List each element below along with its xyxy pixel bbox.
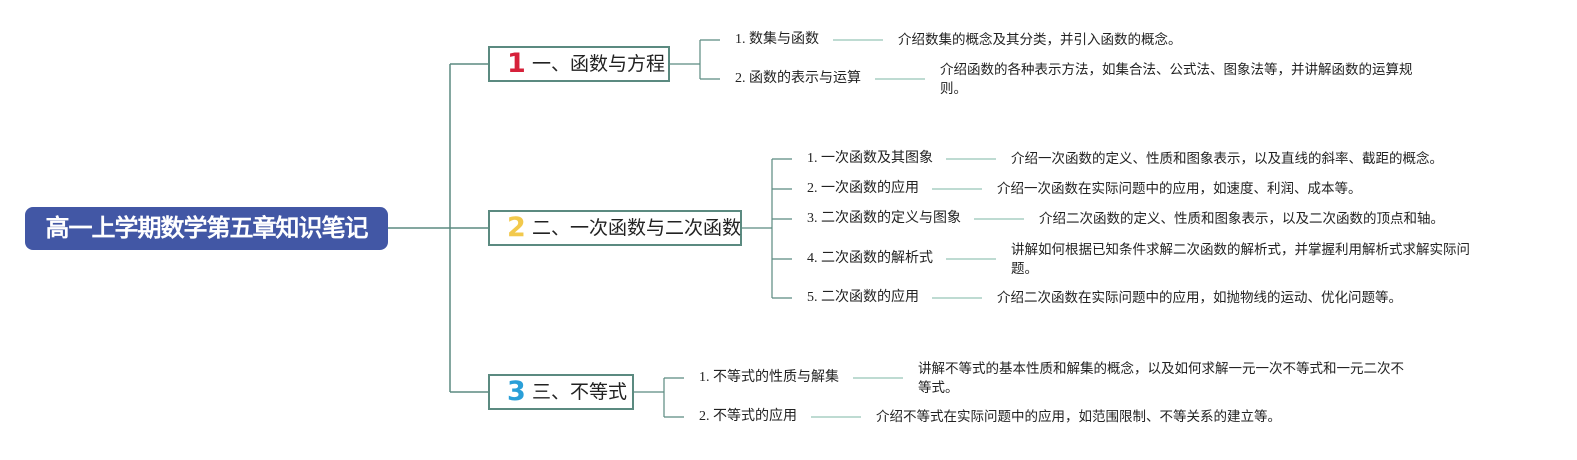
topic-1-2[interactable]: 2. 函数的表示与运算 [735,71,861,86]
branch-3-number: 3 [507,376,526,407]
branch-1[interactable]: 1 一、函数与方程 [488,46,670,82]
branch-3[interactable]: 3 三、不等式 [488,374,634,410]
topic-2-2-desc: 介绍一次函数在实际问题中的应用，如速度、利润、成本等。 [997,181,1362,197]
root-topic[interactable]: 高一上学期数学第五章知识笔记 [25,207,388,250]
topic-1-2-desc: 介绍函数的各种表示方法，如集合法、公式法、图象法等，并讲解函数的运算规则。 [940,62,1413,97]
topic-1-1[interactable]: 1. 数集与函数 [735,32,819,47]
branch-1-number: 1 [507,48,526,79]
topic-3-2[interactable]: 2. 不等式的应用 [699,409,797,424]
topic-2-5-desc: 介绍二次函数在实际问题中的应用，如抛物线的运动、优化问题等。 [997,290,1402,306]
topic-2-4-desc: 讲解如何根据已知条件求解二次函数的解析式，并掌握利用解析式求解实际问题。 [1011,242,1470,277]
branch-1-title: 一、函数与方程 [532,53,666,75]
topic-2-1[interactable]: 1. 一次函数及其图象 [807,151,933,166]
branch-3-title: 三、不等式 [532,381,628,403]
connector-b2 [742,158,792,299]
topic-1-1-desc: 介绍数集的概念及其分类，并引入函数的概念。 [898,32,1182,48]
branch-2-number: 2 [507,212,526,243]
topic-2-5[interactable]: 5. 二次函数的应用 [807,290,919,305]
topic-2-3-desc: 介绍二次函数的定义、性质和图象表示，以及二次函数的顶点和轴。 [1039,211,1444,227]
topic-2-4[interactable]: 4. 二次函数的解析式 [807,251,933,266]
topic-3-1[interactable]: 1. 不等式的性质与解集 [699,370,839,385]
branch-2[interactable]: 2 二、一次函数与二次函数 [488,210,742,246]
topic-3-1-desc: 讲解不等式的基本性质和解集的概念，以及如何求解一元一次不等式和一元二次不等式。 [918,361,1404,396]
connector-b1 [670,39,720,80]
connector-b3 [634,377,684,418]
topic-3-2-desc: 介绍不等式在实际问题中的应用，如范围限制、不等关系的建立等。 [876,409,1281,425]
topic-2-2[interactable]: 2. 一次函数的应用 [807,181,919,196]
topic-2-1-desc: 介绍一次函数的定义、性质和图象表示，以及直线的斜率、截距的概念。 [1011,151,1443,167]
branch-2-title: 二、一次函数与二次函数 [532,217,742,239]
topic-2-3[interactable]: 3. 二次函数的定义与图象 [807,211,961,226]
